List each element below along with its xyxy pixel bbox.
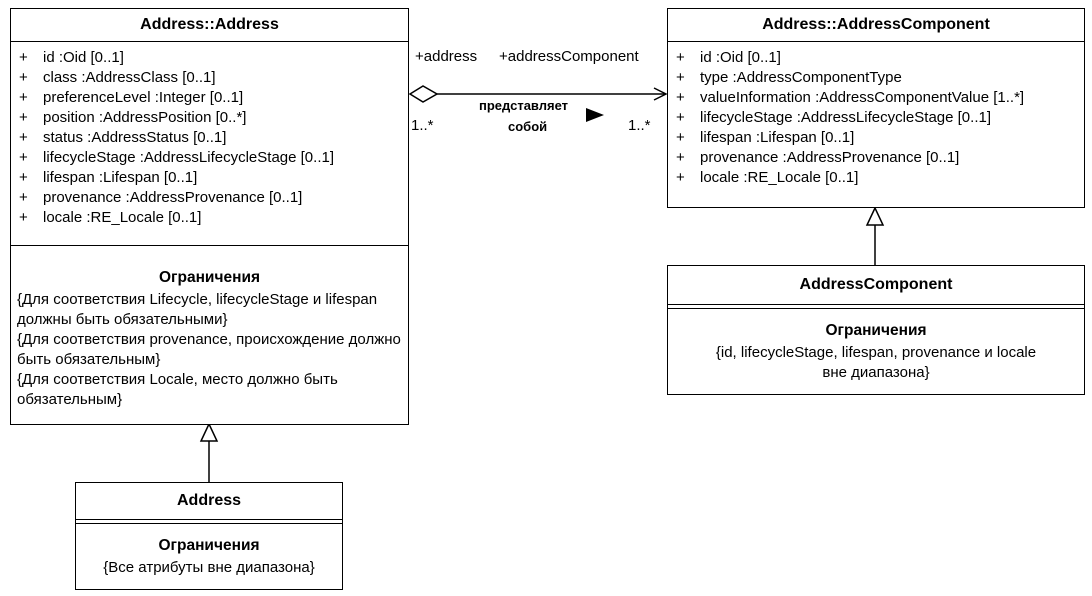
attribute-list: +id :Oid [0..1] +class :AddressClass [0.… bbox=[11, 42, 408, 245]
attribute-row: +lifespan :Lifespan [0..1] bbox=[19, 169, 198, 186]
attribute-row: +valueInformation :AddressComponentValue… bbox=[676, 89, 1025, 106]
association-name-line1: представляет bbox=[479, 98, 569, 113]
attribute-row: +locale :RE_Locale [0..1] bbox=[19, 209, 202, 226]
attribute-row: +provenance :AddressProvenance [0..1] bbox=[676, 149, 960, 166]
role-label-target: +addressComponent bbox=[499, 48, 639, 65]
constraint-item: {Для соответствия Lifecycle, lifecycleSt… bbox=[17, 291, 378, 328]
aggregation-diamond bbox=[408, 85, 439, 103]
class-title: Address bbox=[176, 492, 242, 509]
attribute-row: +type :AddressComponentType bbox=[676, 69, 902, 86]
class-address-component-qualified: Address::AddressComponent +id :Oid [0..1… bbox=[667, 8, 1085, 208]
attribute-row: +class :AddressClass [0..1] bbox=[19, 69, 216, 86]
constraints-title: Ограничения bbox=[158, 269, 261, 286]
constraints-section: Ограничения {Для соответствия Lifecycle,… bbox=[11, 246, 408, 418]
attribute-row: +provenance :AddressProvenance [0..1] bbox=[19, 189, 303, 206]
attribute-row: +id :Oid [0..1] bbox=[19, 49, 124, 66]
reading-direction-triangle bbox=[586, 108, 604, 122]
generalization-triangle-address bbox=[199, 422, 219, 442]
class-address: Address Ограничения {Все атрибуты вне ди… bbox=[75, 482, 343, 590]
association-arrowhead bbox=[653, 87, 668, 101]
constraint-item: {Для соответствия Locale, место должно б… bbox=[17, 371, 338, 408]
constraints-section: Ограничения {id, lifecycleStage, lifespa… bbox=[668, 309, 1084, 391]
role-label-source: +address bbox=[415, 48, 478, 65]
constraints-section: Ограничения {Все атрибуты вне диапазона} bbox=[76, 524, 342, 586]
constraint-item: {Все атрибуты вне диапазона} bbox=[103, 559, 315, 576]
multiplicity-source: 1..* bbox=[411, 117, 434, 134]
attribute-row: +id :Oid [0..1] bbox=[676, 49, 781, 66]
attribute-row: +lifecycleStage :AddressLifecycleStage [… bbox=[19, 149, 334, 166]
attribute-row: +lifespan :Lifespan [0..1] bbox=[676, 129, 855, 146]
multiplicity-target: 1..* bbox=[628, 117, 651, 134]
attribute-list: +id :Oid [0..1] +type :AddressComponentT… bbox=[668, 42, 1084, 194]
constraint-item: {Для соответствия provenance, происхожде… bbox=[17, 331, 401, 368]
attribute-row: +position :AddressPosition [0..*] bbox=[19, 109, 247, 126]
constraints-title: Ограничения bbox=[158, 537, 260, 554]
class-title: AddressComponent bbox=[799, 276, 953, 293]
attribute-row: +status :AddressStatus [0..1] bbox=[19, 129, 227, 146]
constraint-item: {id, lifecycleStage, lifespan, provenanc… bbox=[715, 344, 1037, 381]
attribute-row: +preferenceLevel :Integer [0..1] bbox=[19, 89, 244, 106]
attribute-row: +lifecycleStage :AddressLifecycleStage [… bbox=[676, 109, 991, 126]
association-name-line2: собой bbox=[508, 119, 548, 134]
generalization-triangle-component bbox=[865, 206, 885, 226]
class-title: Address::Address bbox=[140, 16, 279, 33]
class-address-address: Address::Address +id :Oid [0..1] +class … bbox=[10, 8, 409, 425]
class-title: Address::AddressComponent bbox=[762, 16, 990, 33]
class-address-component: AddressComponent Ограничения {id, lifecy… bbox=[667, 265, 1085, 395]
attribute-row: +locale :RE_Locale [0..1] bbox=[676, 169, 859, 186]
constraints-title: Ограничения bbox=[825, 322, 927, 339]
